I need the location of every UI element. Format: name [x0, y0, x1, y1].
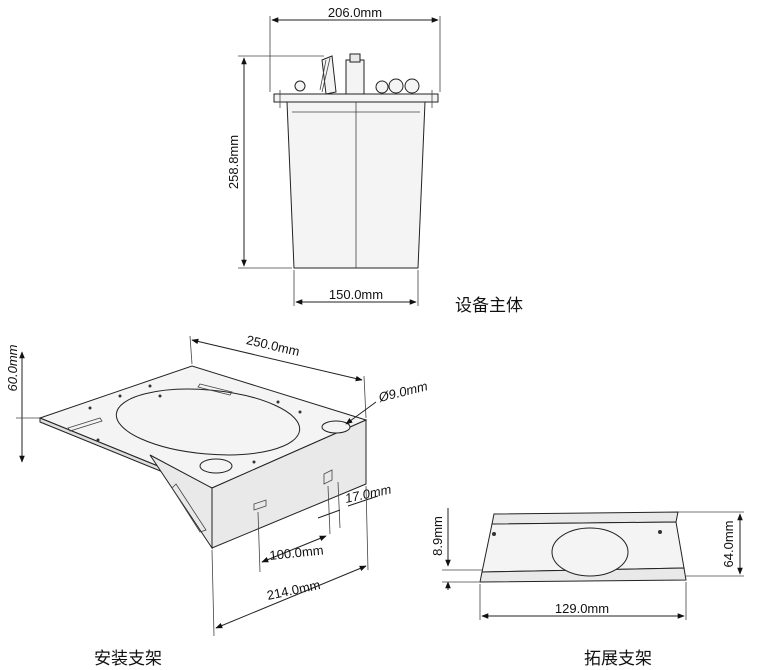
port-2 [388, 78, 404, 94]
device-caption: 设备主体 [455, 296, 523, 316]
gusset-slot [171, 483, 207, 533]
device-width-bottom-label: 150.0mm [329, 287, 383, 302]
side-slot-1 [253, 499, 267, 511]
bracket-height-label: 60.0mm [5, 344, 20, 391]
bracket-hole-right [321, 420, 351, 434]
device-width-top-label: 206.0mm [328, 5, 382, 20]
antenna-connector [345, 59, 365, 95]
ext-height-label: 64.0mm [721, 521, 736, 568]
device-body [273, 53, 439, 269]
device-height-label: 258.8mm [226, 135, 241, 189]
slot-spacing-label: 100.0mm [269, 542, 324, 563]
hole-diameter-label: Ø9.0mm [376, 378, 429, 405]
ext-thickness-label: 8.9mm [430, 516, 445, 556]
device-dimensions: 206.0mm 258.8mm 150.0mm [226, 5, 441, 306]
bracket-length-label: 250.0mm [245, 332, 301, 359]
device-flange [273, 93, 439, 103]
plate-slot-top [197, 383, 233, 396]
extension-dimensions: 8.9mm 64.0mm 129.0mm [430, 508, 744, 620]
bracket-caption: 安装支架 [94, 649, 162, 669]
extension-caption: 拓展支架 [584, 649, 652, 669]
bracket-dimensions: 250.0mm 60.0mm Ø9.0mm 17.0mm 100.0mm 214… [5, 332, 429, 637]
mounting-bracket [38, 365, 368, 550]
bracket-hole-left [199, 458, 233, 474]
plate-slot-left [67, 417, 103, 432]
port-3 [404, 78, 420, 94]
port-4 [294, 80, 306, 92]
bracket-width-label: 214.0mm [266, 577, 322, 603]
port-1 [375, 80, 389, 94]
extension-bracket [479, 511, 687, 583]
cable-gland [321, 55, 337, 95]
ext-width-label: 129.0mm [555, 601, 609, 616]
side-slot-2 [323, 469, 333, 485]
ext-center-hole [551, 527, 629, 577]
